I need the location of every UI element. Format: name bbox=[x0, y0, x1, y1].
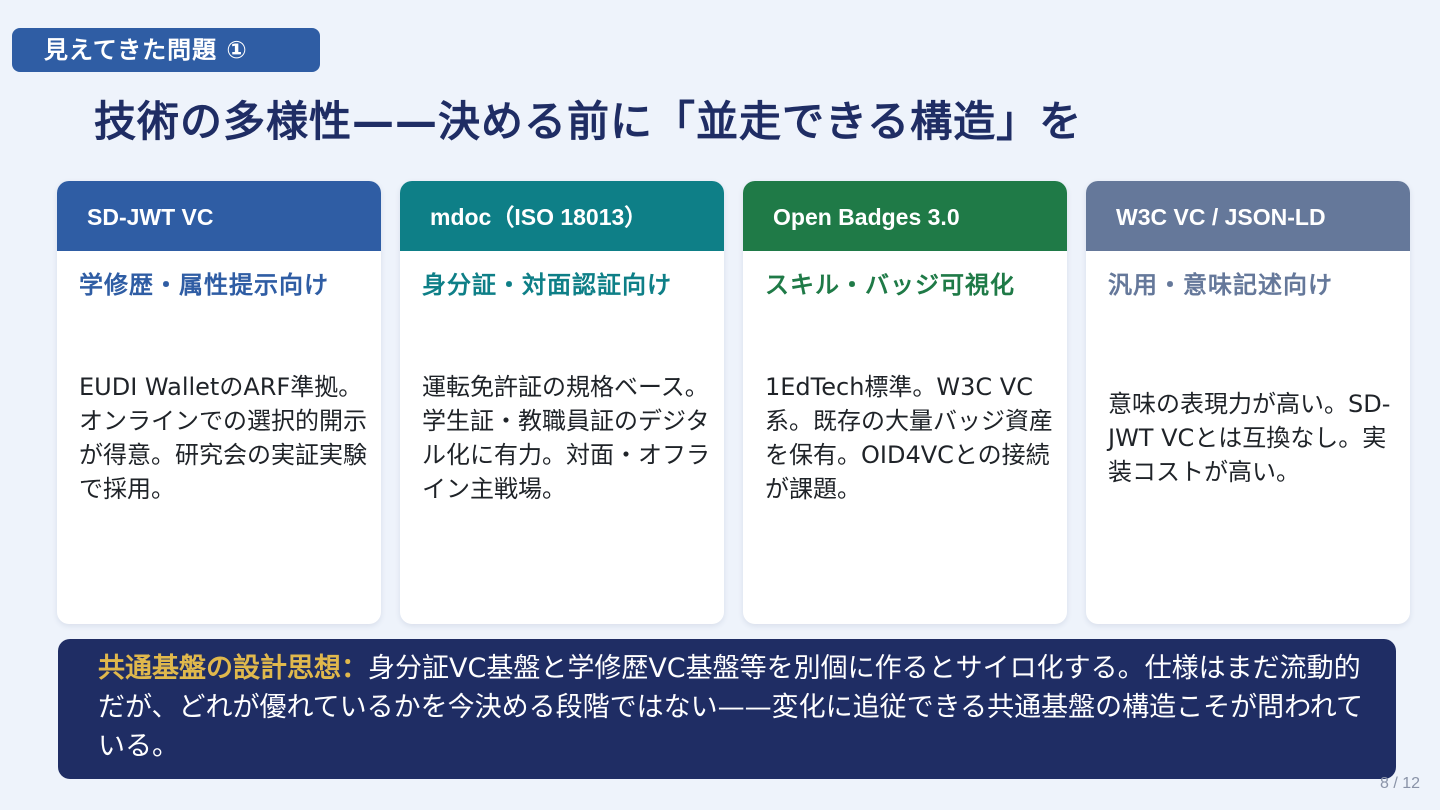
card-subtitle: 学修歴・属性提示向け bbox=[79, 271, 329, 299]
card-body: 1EdTech標準。W3C VC系。既存の大量バッジ資産を保有。OID4VCとの… bbox=[765, 372, 1053, 503]
card-subtitle: スキル・バッジ可視化 bbox=[765, 271, 1015, 299]
card-header: W3C VC / JSON-LD bbox=[1086, 181, 1410, 251]
card-open-badges: Open Badges 3.0 スキル・バッジ可視化 1EdTech標準。W3C… bbox=[743, 181, 1067, 624]
summary-box: 共通基盤の設計思想：身分証VC基盤と学修歴VC基盤等を別個に作るとサイロ化する。… bbox=[58, 639, 1396, 779]
card-header: mdoc（ISO 18013） bbox=[400, 181, 724, 251]
card-sd-jwt-vc: SD-JWT VC 学修歴・属性提示向け EUDI WalletのARF準拠。オ… bbox=[57, 181, 381, 624]
card-body: EUDI WalletのARF準拠。オンラインでの選択的開示が得意。研究会の実証… bbox=[79, 372, 367, 503]
card-body-container: EUDI WalletのARF準拠。オンラインでの選択的開示が得意。研究会の実証… bbox=[79, 181, 367, 624]
card-subtitle: 汎用・意味記述向け bbox=[1108, 271, 1333, 299]
summary-text: 身分証VC基盤と学修歴VC基盤等を別個に作るとサイロ化する。仕様はまだ流動的だが… bbox=[98, 653, 1363, 762]
card-body-container: 意味の表現力が高い。SD-JWT VCとは互換なし。実装コストが高い。 bbox=[1108, 181, 1396, 624]
card-header: SD-JWT VC bbox=[57, 181, 381, 251]
card-w3c-vc: W3C VC / JSON-LD 汎用・意味記述向け 意味の表現力が高い。SD-… bbox=[1086, 181, 1410, 624]
section-tag: 見えてきた問題 ① bbox=[12, 28, 320, 72]
card-body: 意味の表現力が高い。SD-JWT VCとは互換なし。実装コストが高い。 bbox=[1108, 389, 1391, 486]
page-number: 8 / 12 bbox=[1379, 775, 1420, 792]
card-mdoc: mdoc（ISO 18013） 身分証・対面認証向け 運転免許証の規格ベース。学… bbox=[400, 181, 724, 624]
card-body-container: 1EdTech標準。W3C VC系。既存の大量バッジ資産を保有。OID4VCとの… bbox=[765, 181, 1053, 624]
card-subtitle: 身分証・対面認証向け bbox=[422, 271, 672, 299]
card-header: Open Badges 3.0 bbox=[743, 181, 1067, 251]
slide-title: 技術の多様性——決める前に「並走できる構造」を bbox=[94, 97, 1083, 146]
card-body-container: 運転免許証の規格ベース。学生証・教職員証のデジタル化に有力。対面・オフライン主戦… bbox=[422, 181, 710, 624]
summary-lead: 共通基盤の設計思想： bbox=[98, 653, 368, 684]
card-body: 運転免許証の規格ベース。学生証・教職員証のデジタル化に有力。対面・オフライン主戦… bbox=[422, 372, 710, 503]
